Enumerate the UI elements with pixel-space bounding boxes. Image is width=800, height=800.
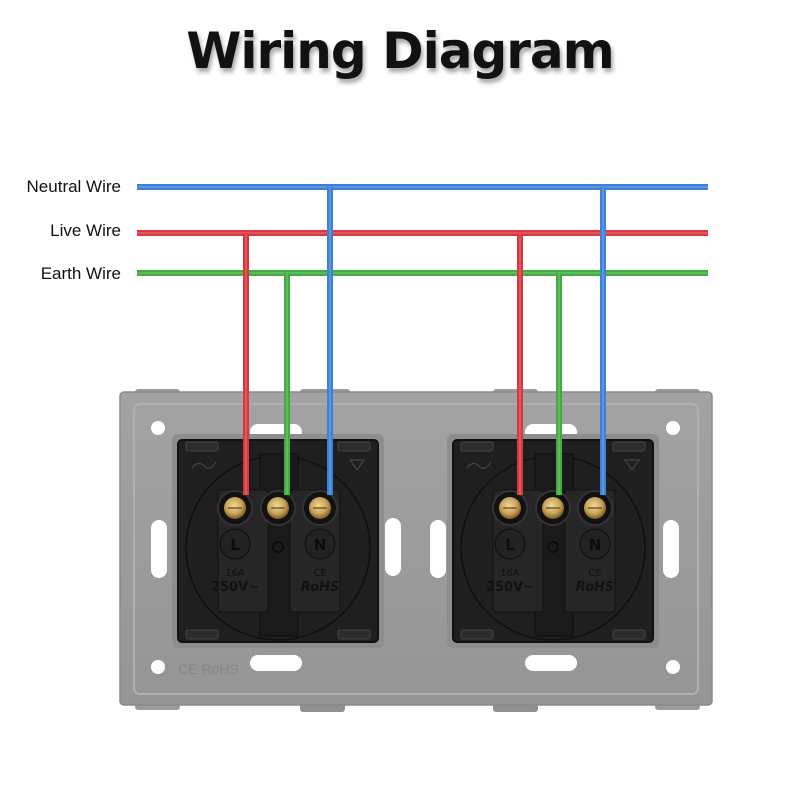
socket-clip bbox=[460, 629, 494, 640]
screw-hole bbox=[666, 660, 680, 674]
earth-symbol-icon bbox=[272, 541, 284, 553]
socket-clip bbox=[185, 629, 219, 640]
neutral-terminal-label: N bbox=[589, 536, 602, 554]
live-terminal-label: L bbox=[230, 536, 240, 554]
neutral-terminal-label: N bbox=[314, 536, 327, 554]
socket-clip bbox=[612, 441, 646, 452]
rohs-mark: RoHS bbox=[301, 580, 340, 595]
rating-current: 16A bbox=[500, 568, 520, 579]
earth-wire-label: Earth Wire bbox=[40, 264, 121, 283]
rohs-mark: RoHS bbox=[576, 580, 615, 595]
rating-voltage: 250V~ bbox=[486, 580, 534, 595]
neutral-wire-label: Neutral Wire bbox=[26, 177, 121, 196]
rating-current: 16A bbox=[225, 568, 245, 579]
slot-hole bbox=[151, 520, 167, 578]
slot-hole bbox=[385, 518, 401, 576]
neutral-label-boss bbox=[579, 528, 611, 560]
ce-mark: CE bbox=[313, 568, 326, 579]
live-terminal-label: L bbox=[505, 536, 515, 554]
live-label-boss bbox=[494, 528, 526, 560]
rating-voltage: 250V~ bbox=[211, 580, 259, 595]
slot-hole bbox=[250, 655, 302, 671]
ground-symbol-icon bbox=[466, 461, 492, 469]
plate-marking: CE RoHS bbox=[178, 661, 239, 677]
ground-symbol-icon bbox=[191, 461, 217, 469]
page-title: Wiring Diagram bbox=[186, 22, 615, 80]
neutral-label-boss bbox=[304, 528, 336, 560]
live-wire-label: Live Wire bbox=[50, 221, 121, 240]
slot-hole bbox=[663, 520, 679, 578]
triangle-icon bbox=[623, 459, 641, 472]
socket-clip bbox=[185, 441, 219, 452]
live-label-boss bbox=[219, 528, 251, 560]
socket-clip bbox=[460, 441, 494, 452]
ce-mark: CE bbox=[588, 568, 601, 579]
slot-hole bbox=[525, 655, 577, 671]
socket-clip bbox=[612, 629, 646, 640]
socket-clip bbox=[337, 629, 371, 640]
slot-hole bbox=[430, 520, 446, 578]
screw-hole bbox=[151, 421, 165, 435]
screw-hole bbox=[666, 421, 680, 435]
earth-symbol-icon bbox=[547, 541, 559, 553]
triangle-icon bbox=[348, 459, 366, 472]
screw-hole bbox=[151, 660, 165, 674]
socket-clip bbox=[337, 441, 371, 452]
